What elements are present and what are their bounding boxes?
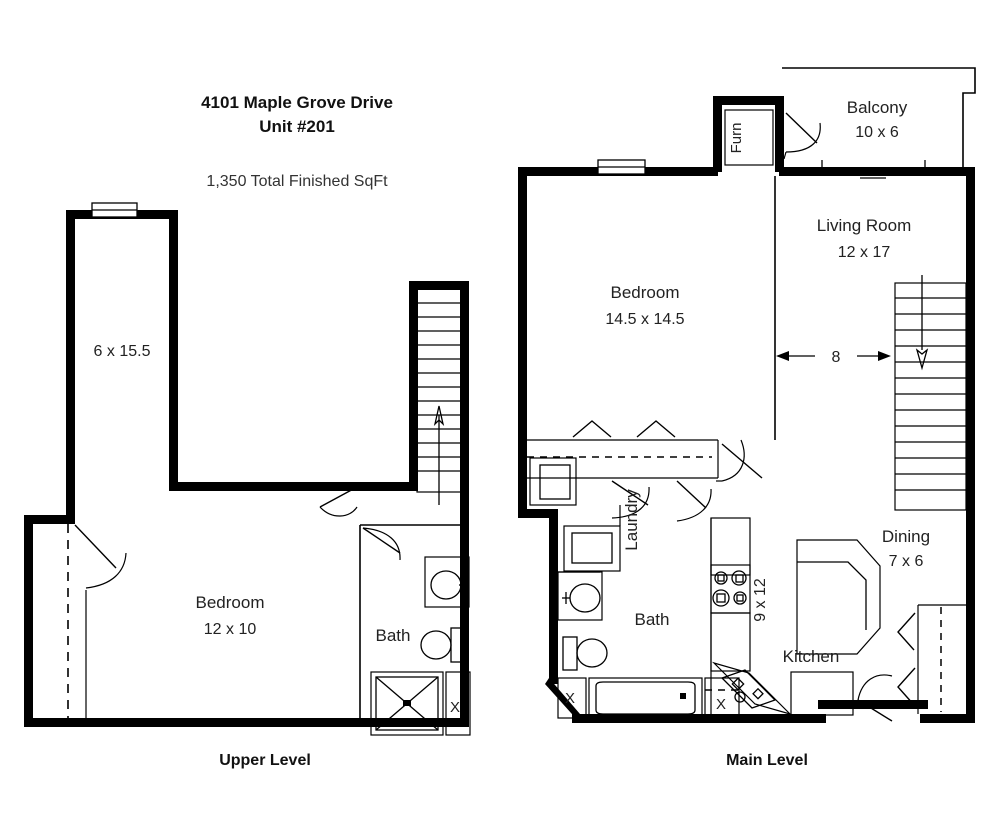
main-bedroom-closet (527, 420, 719, 479)
toilet-icon (562, 636, 608, 671)
main-bedroom-dims: 14.5 x 14.5 (605, 311, 684, 328)
main-dining-closet-doors[interactable] (897, 612, 916, 706)
main-living-label: Living Room (817, 216, 912, 235)
main-bath-door[interactable] (676, 480, 712, 522)
main-dining-label: Dining (882, 527, 930, 546)
main-closet-x-marker-1: X (565, 690, 575, 707)
page-title-address: 4101 Maple Grove Drive (201, 93, 393, 112)
kitchen-sink-icon (711, 661, 793, 716)
dim-arrow-left-icon (776, 351, 789, 361)
main-kitchen-dims: 9 x 12 (752, 578, 769, 622)
upper-closet-x-marker: X (450, 699, 460, 716)
main-balcony-label: Balcony (847, 98, 908, 117)
upper-bedroom-dims: 12 x 10 (204, 621, 257, 638)
main-bath-label: Bath (635, 610, 670, 629)
main-dining-closet (897, 604, 966, 714)
main-window-north (597, 159, 646, 175)
upper-bedroom-label: Bedroom (196, 593, 265, 612)
main-bedroom-door[interactable] (716, 439, 763, 482)
main-balcony-door[interactable] (783, 112, 821, 160)
upper-closet (67, 524, 127, 718)
main-laundry-door[interactable] (611, 480, 650, 519)
main-kitchen-label: Kitchen (783, 647, 840, 666)
main-stair-down-arrow-icon (915, 348, 929, 371)
main-balcony-dims: 10 x 6 (855, 124, 899, 141)
upper-interior-walls (359, 524, 460, 718)
main-level-caption: Main Level (726, 752, 808, 769)
main-closet-x-marker-2: X (716, 696, 726, 713)
range-icon (710, 564, 751, 614)
main-balcony-rail-marks (821, 160, 926, 179)
main-staircase (894, 275, 967, 511)
main-kitchen: 9 x 12 Kitchen (710, 517, 881, 716)
page-subtitle-sqft: 1,350 Total Finished SqFt (206, 173, 388, 190)
dim-arrow-right-icon (878, 351, 891, 361)
main-laundry-appliances (529, 457, 621, 572)
main-closet-bifold-doors[interactable] (572, 420, 676, 438)
main-furnace-label: Furn (728, 123, 745, 154)
toilet-icon (420, 627, 465, 663)
upper-stair-up-arrow-icon (433, 405, 445, 427)
main-furnace-closet: Furn (713, 96, 784, 172)
upper-level-caption: Upper Level (219, 752, 311, 769)
upper-room-dims: 6 x 15.5 (94, 343, 151, 360)
main-living-dims: 12 x 17 (838, 244, 891, 261)
upper-bath-label: Bath (376, 626, 411, 645)
kitchen-island (796, 539, 881, 655)
upper-door-hall[interactable] (319, 486, 358, 517)
upper-window-north (91, 202, 138, 218)
upper-closet-door[interactable] (74, 524, 127, 589)
page-title-unit: Unit #201 (259, 117, 335, 136)
sink-icon (562, 583, 601, 613)
upper-door-bath[interactable] (362, 527, 401, 561)
upper-staircase (416, 288, 462, 505)
main-balcony-outline (782, 67, 976, 172)
main-hall-dimension: 8 (776, 346, 891, 366)
upper-level-plan: 6 x 15.5 (24, 202, 471, 769)
main-bedroom-label: Bedroom (611, 283, 680, 302)
main-laundry-label: Laundry (622, 489, 641, 551)
main-level-plan: Balcony 10 x 6 Furn (518, 67, 976, 769)
main-bath-fixtures: X X (557, 571, 740, 719)
main-hall-dim-label: 8 (832, 349, 841, 366)
upper-exterior-walls (24, 210, 469, 727)
sink-icon (430, 570, 466, 600)
main-dining-dims: 7 x 6 (889, 553, 924, 570)
upper-bath-fixtures: X (370, 556, 471, 736)
bathtub-icon (588, 677, 703, 719)
main-entry-door[interactable] (857, 674, 893, 722)
shower-icon (370, 671, 444, 736)
